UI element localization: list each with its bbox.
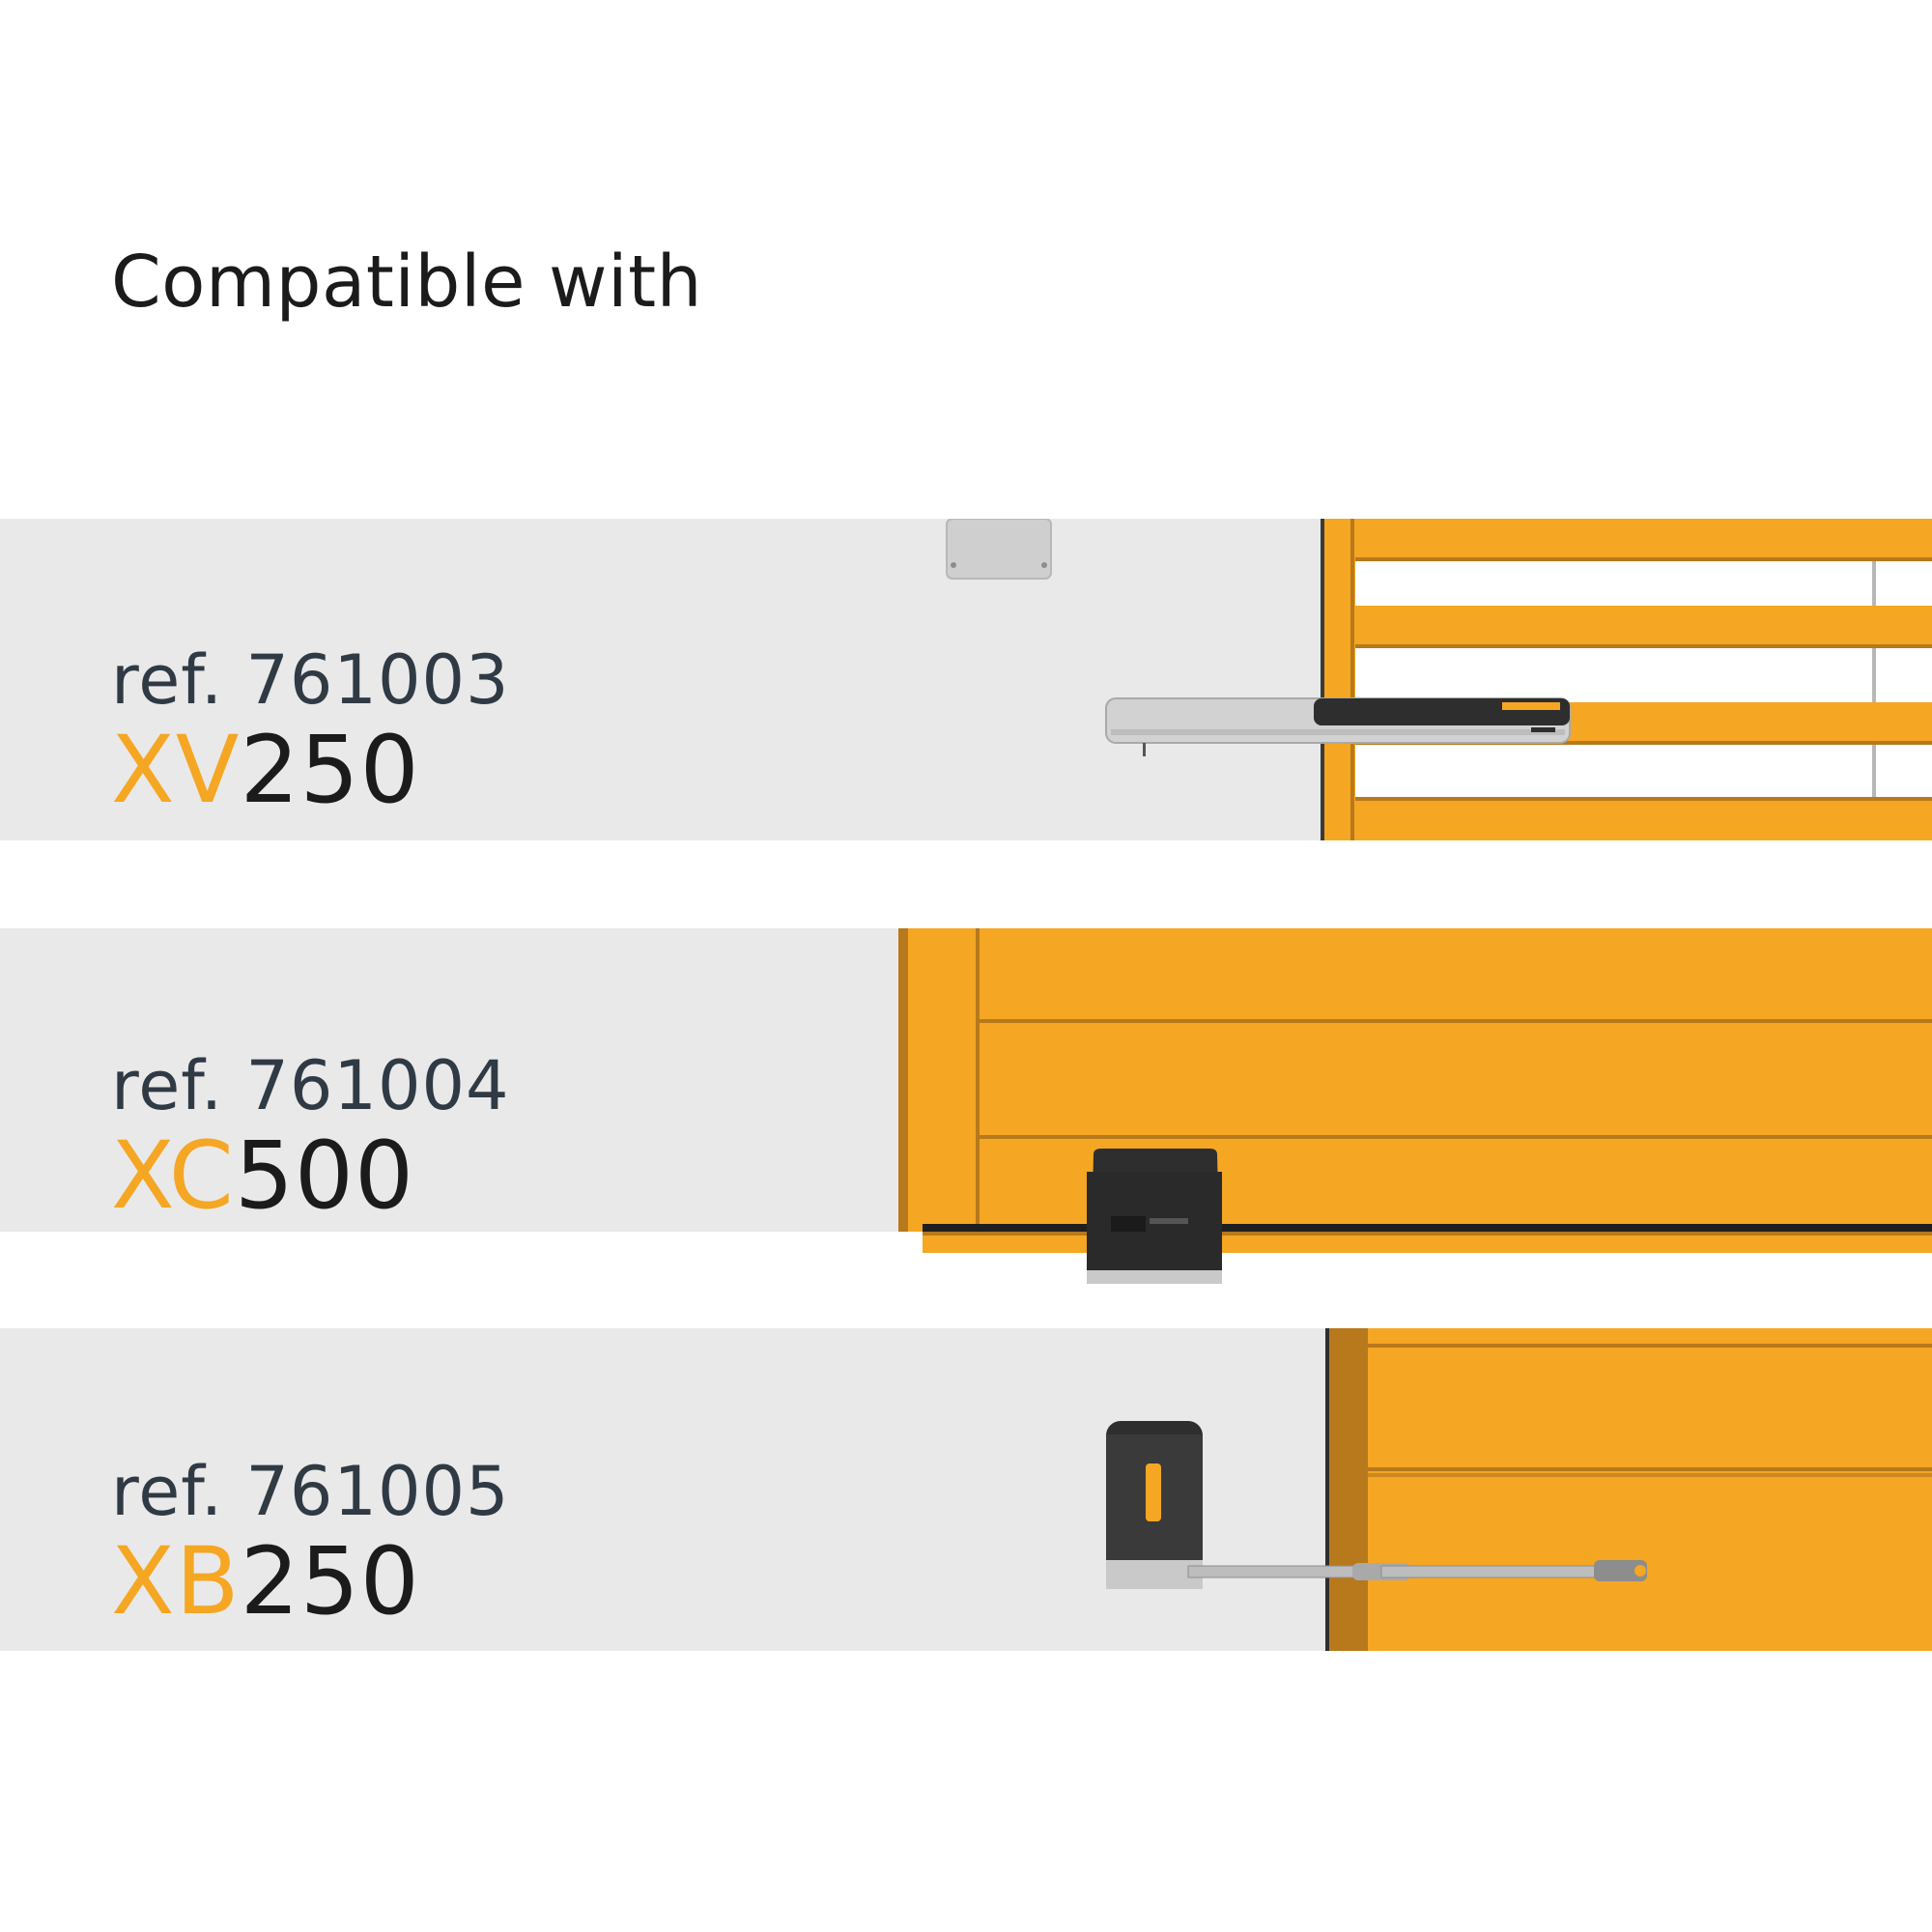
- model-number: 250: [240, 716, 420, 824]
- product-ref: ref. 761004: [111, 1046, 510, 1125]
- product-model: XC500: [111, 1129, 414, 1222]
- gate-illustration-xb250: [1106, 1328, 1932, 1651]
- product-model: XB250: [111, 1535, 420, 1628]
- product-ref: ref. 761005: [111, 1452, 510, 1531]
- model-number: 250: [240, 1527, 420, 1635]
- page-title: Compatible with: [111, 241, 703, 324]
- gate-illustration-xc500: [898, 928, 1932, 1232]
- model-prefix: XC: [111, 1122, 235, 1230]
- product-band-xv250: ref. 761003 XV250: [0, 519, 1932, 840]
- product-ref: ref. 761003: [111, 640, 510, 720]
- product-band-xc500: ref. 761004 XC500: [0, 928, 1932, 1232]
- gate-illustration-xv250: [946, 519, 1932, 840]
- product-model: XV250: [111, 724, 420, 816]
- rack-motor-base: [923, 1232, 1932, 1284]
- model-prefix: XV: [111, 716, 241, 824]
- product-band-xb250: ref. 761005 XB250: [0, 1328, 1932, 1651]
- model-prefix: XB: [111, 1527, 241, 1635]
- model-number: 500: [234, 1122, 415, 1230]
